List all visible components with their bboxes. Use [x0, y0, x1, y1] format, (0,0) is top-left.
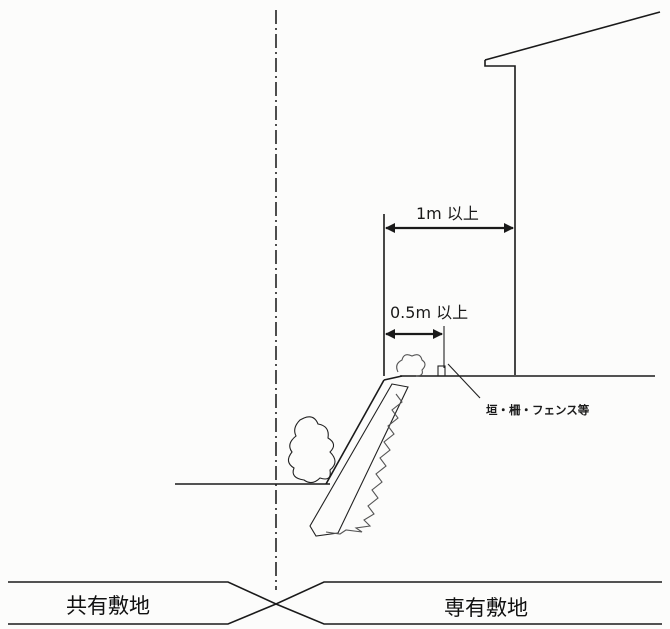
shrub-upper: [396, 354, 426, 377]
building-wall: [484, 60, 516, 375]
zone-band: [8, 581, 662, 625]
building-roof: [484, 11, 661, 61]
zone-band-bottom: [8, 603, 662, 625]
slope-face: [325, 379, 385, 485]
building-outline: [484, 11, 661, 375]
shrub-lower: [287, 416, 336, 484]
common-site-label: 共有敷地: [66, 594, 150, 618]
fence-note-label: 垣・柵・フェンス等: [486, 403, 590, 417]
retaining-wall-body: [309, 383, 409, 537]
slope-retaining-wall: [309, 379, 409, 537]
fence-post: [437, 365, 446, 377]
dimension-05m-label: 0.5m 以上: [390, 303, 468, 322]
retaining-wall-hatching: [325, 393, 403, 535]
private-site-label: 専有敷地: [444, 596, 528, 620]
fence-leader-line: [447, 363, 481, 399]
dimension-1m-label: 1m 以上: [416, 204, 479, 223]
slope-top-edge: [383, 375, 403, 381]
